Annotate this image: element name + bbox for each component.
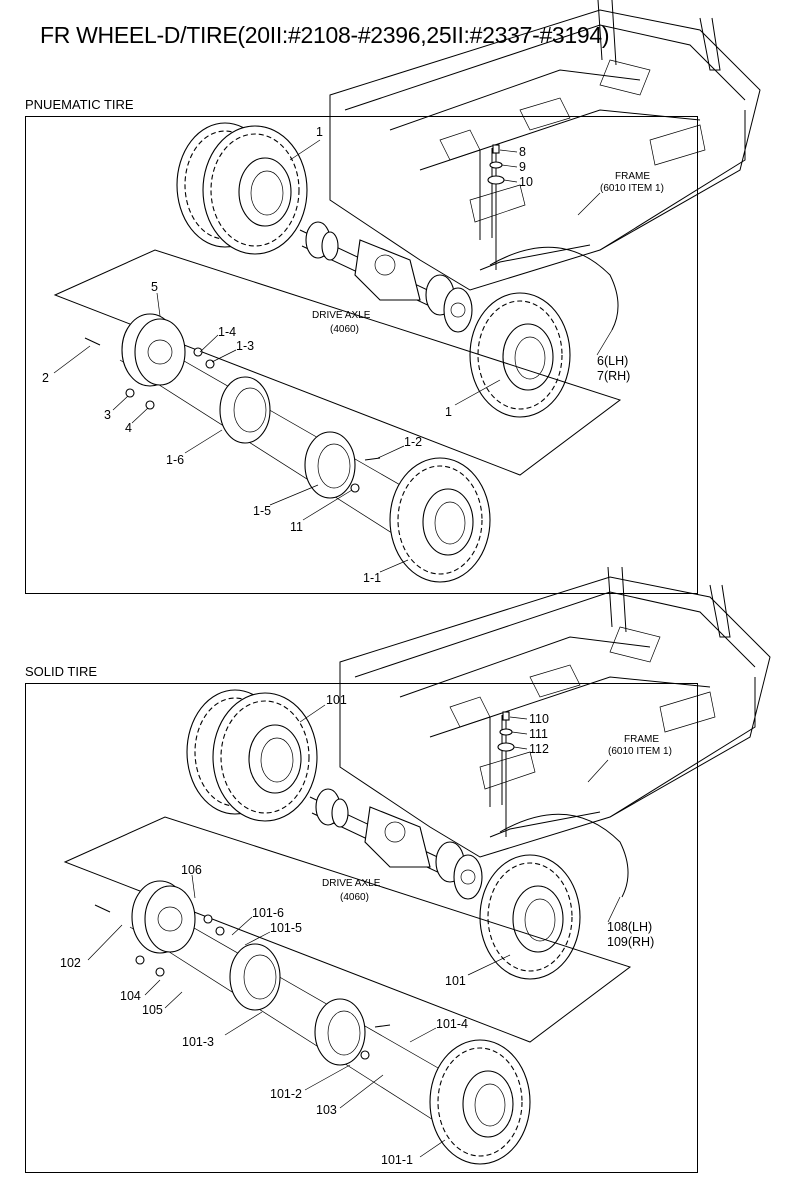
callout-101-lower: 101 [445, 974, 466, 988]
callout-1-5: 1-5 [253, 504, 271, 518]
callout-102: 102 [60, 956, 81, 970]
callout-101-3: 101-3 [182, 1035, 214, 1049]
callout-7-rh: 7(RH) [597, 369, 630, 383]
callout-10: 10 [519, 175, 533, 189]
leaders-pneumatic [53, 139, 613, 573]
solid-assembly [64, 566, 771, 1165]
callout-109-rh: 109(RH) [607, 935, 654, 949]
right-tire-drawing-solid [479, 854, 581, 980]
tire-1-1-drawing [389, 457, 491, 583]
frame-ref: (6010 ITEM 1) [600, 183, 664, 194]
callout-112: 112 [529, 742, 549, 756]
frame-label: FRAME [615, 171, 650, 182]
callout-101-1: 101-1 [381, 1153, 413, 1167]
callout-101-6: 101-6 [252, 906, 284, 920]
right-tire-drawing [469, 292, 571, 418]
page-title: FR WHEEL-D/TIRE(20II:#2108-#2396,25II:#2… [40, 22, 610, 48]
drive-axle-ref: (4060) [330, 324, 359, 335]
drive-axle-ref-solid: (4060) [340, 892, 369, 903]
callout-1-6: 1-6 [166, 453, 184, 467]
panel-solid-tire [25, 683, 698, 1173]
panel-pneumatic-tire [25, 116, 698, 594]
pneumatic-assembly [54, 0, 761, 583]
callout-106: 106 [181, 863, 202, 877]
callout-3: 3 [104, 408, 111, 422]
drive-axle-label-solid: DRIVE AXLE [322, 878, 381, 889]
callout-2: 2 [42, 371, 49, 385]
callout-103: 103 [316, 1103, 337, 1117]
callout-5: 5 [151, 280, 158, 294]
tire-101-1-drawing [429, 1039, 531, 1165]
callout-9: 9 [519, 160, 526, 174]
callout-101-upper: 101 [326, 693, 347, 707]
callout-101-2: 101-2 [270, 1087, 302, 1101]
drive-axle-label: DRIVE AXLE [312, 310, 371, 321]
section-label-solid: SOLID TIRE [25, 664, 98, 679]
callout-105: 105 [142, 1003, 163, 1017]
callout-104: 104 [120, 989, 141, 1003]
callout-8: 8 [519, 145, 526, 159]
callout-1-2: 1-2 [404, 435, 422, 449]
callout-11: 11 [290, 520, 303, 534]
callout-111: 111 [529, 727, 548, 741]
callout-6-lh: 6(LH) [597, 354, 628, 368]
frame-label-solid: FRAME [624, 734, 659, 745]
callout-1-3: 1-3 [236, 339, 254, 353]
callout-4: 4 [125, 421, 132, 435]
section-label-pneumatic: PNUEMATIC TIRE [25, 97, 134, 112]
callout-108-lh: 108(LH) [607, 920, 652, 934]
leaders-solid [87, 704, 621, 1158]
callout-1-4: 1-4 [218, 325, 236, 339]
dual-tire-drawing-solid [186, 689, 318, 822]
callout-1-upper: 1 [316, 125, 323, 139]
callout-101-4: 101-4 [436, 1017, 468, 1031]
callout-1-1: 1-1 [363, 571, 381, 585]
callout-101-5: 101-5 [270, 921, 302, 935]
dual-tire-drawing [176, 122, 308, 255]
callout-1-lower: 1 [445, 405, 452, 419]
frame-ref-solid: (6010 ITEM 1) [608, 746, 672, 757]
callout-110: 110 [529, 712, 549, 726]
